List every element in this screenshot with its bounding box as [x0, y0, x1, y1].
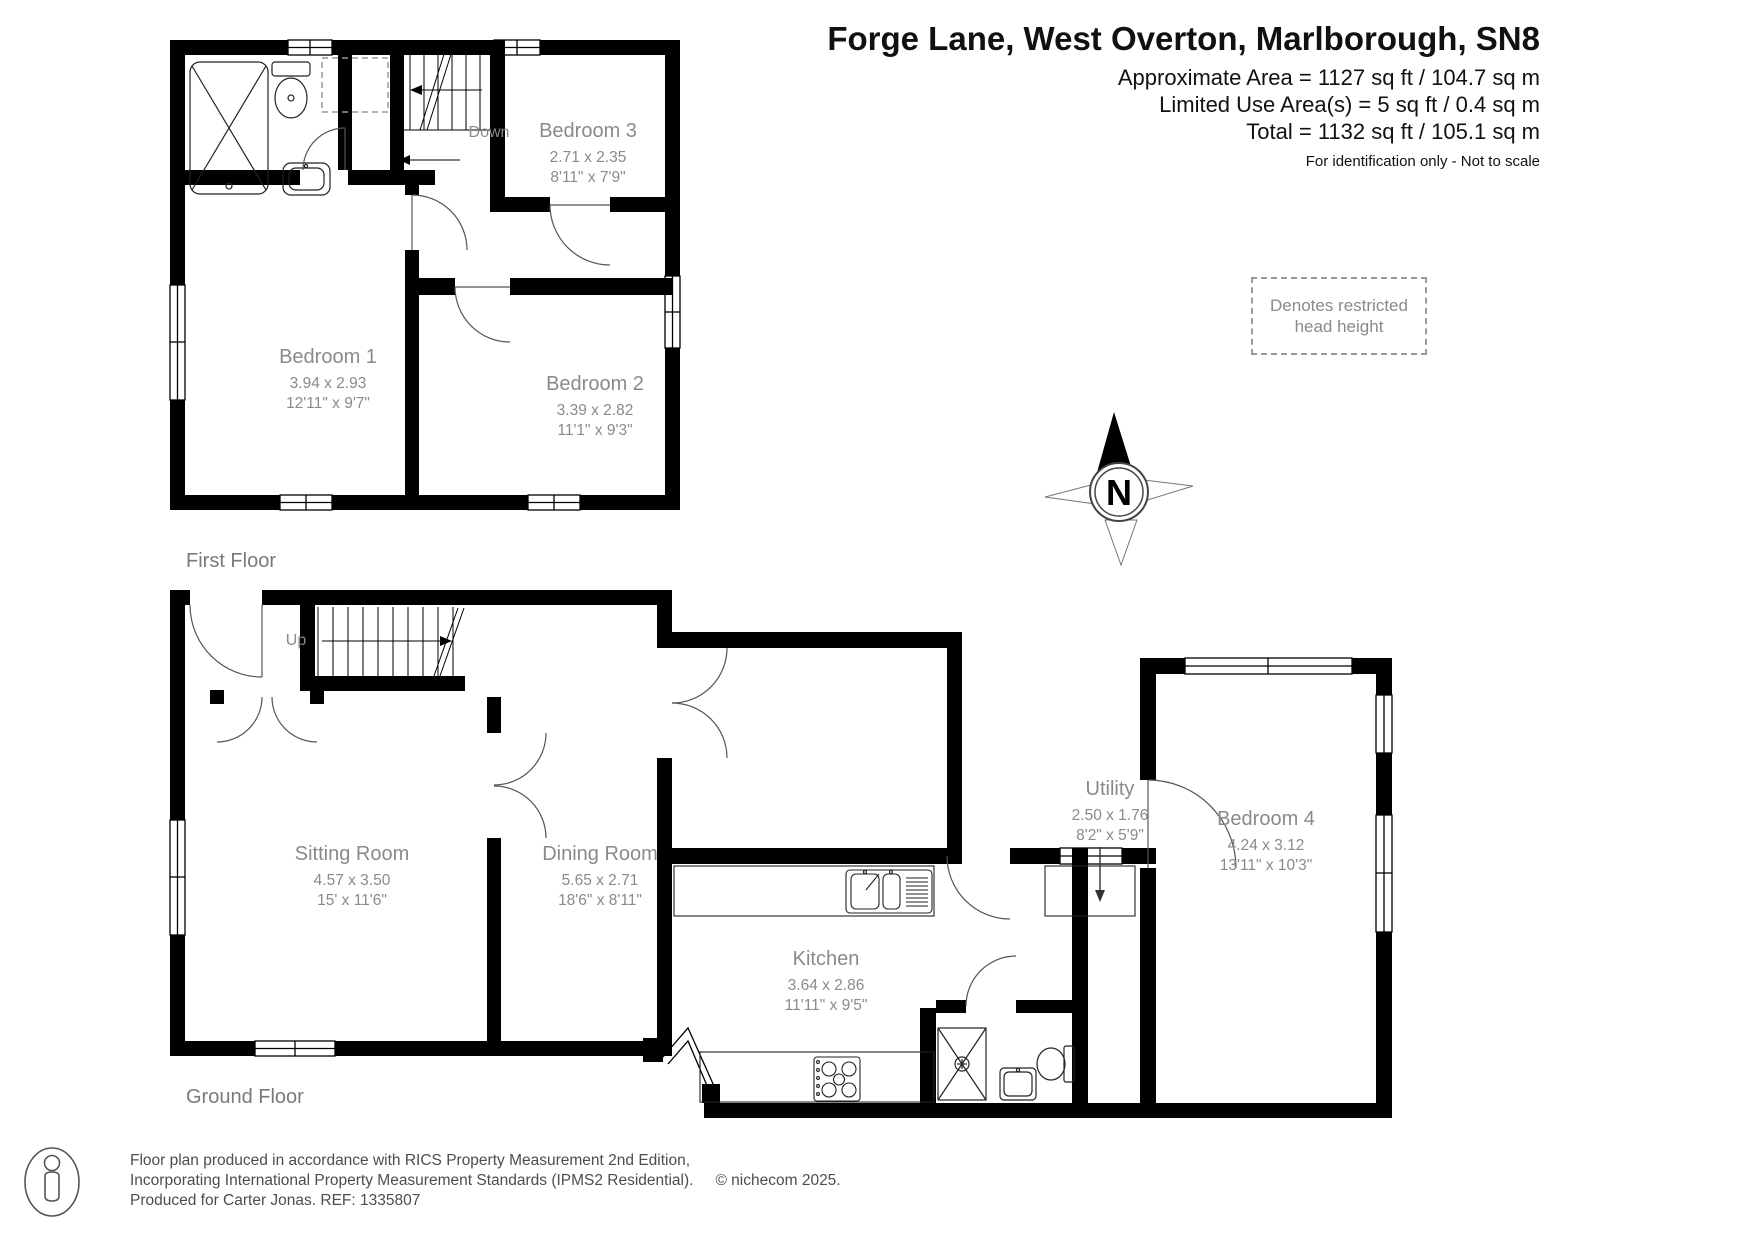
shower-room-fixtures — [937, 1027, 1075, 1101]
bath-icon — [189, 61, 269, 195]
restricted-head-height-legend: Denotes restricted head height — [1251, 277, 1427, 355]
kitchen-fixtures — [673, 865, 935, 1103]
stairs-down — [404, 47, 490, 161]
hall-doors — [671, 647, 728, 759]
sitting-dining-doors — [493, 732, 547, 839]
footer-line3: Produced for Carter Jonas. REF: 1335807 — [130, 1192, 421, 1209]
utility-arrow — [1095, 847, 1105, 902]
first-floor-windows — [169, 39, 681, 511]
toilet-icon — [271, 61, 311, 77]
stairs-up — [317, 607, 465, 677]
room-label-bedroom3: Bedroom 3 2.71 x 2.35 8'11" x 7'9" — [539, 120, 637, 186]
hob-icon — [813, 1056, 861, 1102]
room-label-bedroom1: Bedroom 1 3.94 x 2.93 12'11" x 9'7" — [279, 346, 377, 412]
ground-floor-plan — [169, 590, 1393, 1118]
utility-window — [1059, 847, 1123, 865]
first-floor-plan — [169, 39, 681, 511]
compass-icon: N — [1044, 412, 1194, 567]
stairs-down-label: Down — [468, 124, 510, 141]
header: Forge Lane, West Overton, Marlborough, S… — [827, 20, 1540, 170]
first-floor-label: First Floor — [186, 550, 276, 572]
stairs-up-label: Up — [285, 632, 307, 649]
first-floor-doors — [302, 127, 611, 343]
sink-icon — [282, 162, 331, 196]
room-label-bedroom2: Bedroom 2 3.39 x 2.82 11'1" x 9'3" — [546, 373, 644, 439]
bedroom4-windows — [1184, 657, 1393, 933]
room-label-sitting-room: Sitting Room 4.57 x 3.50 15' x 11'6" — [294, 843, 410, 909]
footer-line2: Incorporating International Property Mea… — [130, 1172, 841, 1189]
bathroom-fixtures — [189, 61, 331, 196]
ground-floor-windows — [169, 819, 336, 1057]
room-label-kitchen: Kitchen 3.64 x 2.86 11'11" x 9'5" — [784, 948, 868, 1014]
copyright: © nichecom 2025. — [715, 1172, 841, 1189]
bedroom4-door — [1147, 779, 1237, 869]
restricted-head-height-area — [321, 57, 389, 113]
room-label-utility: Utility 2.50 x 1.76 8'2" x 5'9" — [1071, 778, 1149, 844]
entrance-doors — [189, 604, 318, 743]
person-icon — [24, 1147, 80, 1217]
footer-line1: Floor plan produced in accordance with R… — [130, 1152, 691, 1169]
page-title: Forge Lane, West Overton, Marlborough, S… — [827, 20, 1540, 57]
room-label-bedroom4: Bedroom 4 4.24 x 3.12 13'11" x 10'3" — [1217, 808, 1315, 874]
bay-window — [643, 1026, 720, 1103]
utility-counter — [1044, 865, 1136, 917]
wc-icon — [1036, 1047, 1066, 1081]
limited-use-area: Limited Use Area(s) = 5 sq ft / 0.4 sq m — [1159, 92, 1540, 117]
kitchen-sink-icon — [845, 869, 933, 914]
ground-floor-label: Ground Floor — [186, 1086, 304, 1108]
total-area: Total = 1132 sq ft / 105.1 sq m — [1246, 119, 1540, 144]
shower-icon — [937, 1027, 987, 1101]
disclaimer: For identification only - Not to scale — [1305, 153, 1540, 170]
approximate-area: Approximate Area = 1127 sq ft / 104.7 sq… — [1117, 65, 1540, 90]
compass-north-label: N — [1106, 472, 1132, 513]
room-label-dining-room: Dining Room 5.65 x 2.71 18'6" x 8'11" — [542, 843, 658, 909]
